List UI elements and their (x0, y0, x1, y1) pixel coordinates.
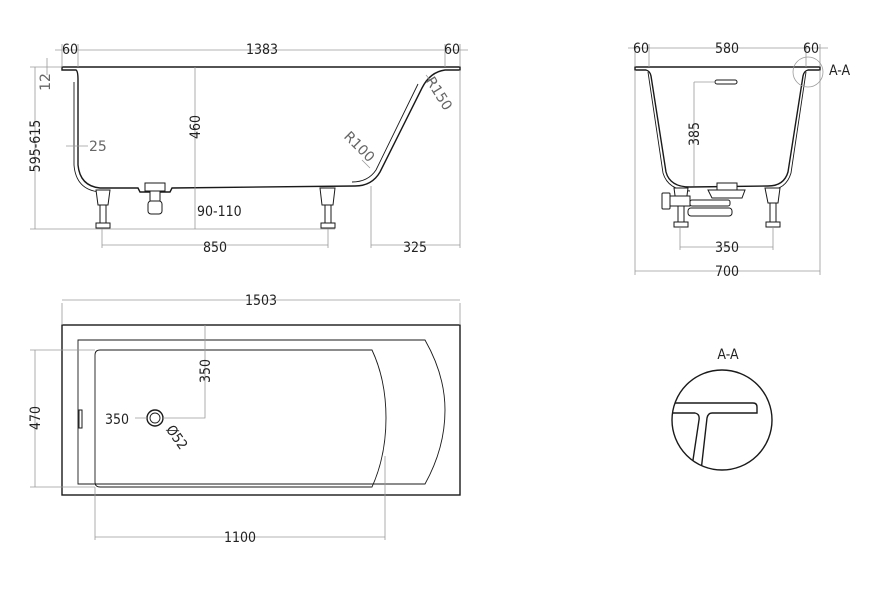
end-dimensions (628, 44, 828, 275)
end-foot-left (673, 187, 689, 228)
end-dim-inner-width: 580 (715, 41, 739, 57)
side-dim-inner-length: 1383 (246, 42, 278, 58)
side-dim-height-range: 595-615 (28, 120, 44, 173)
side-dim-end-offset: 325 (403, 240, 427, 256)
end-dim-feet-spacing: 350 (715, 240, 739, 256)
end-section-label: A-A (829, 63, 851, 79)
plan-outer-rim (61, 324, 461, 496)
side-dim-depth: 460 (188, 115, 204, 139)
side-radius-upper: R150 (422, 74, 455, 113)
side-dim-feet-spacing: 850 (203, 240, 227, 256)
end-view: 60 580 60 A-A 385 350 700 (628, 41, 851, 280)
end-dim-rim-right: 60 (803, 41, 819, 57)
plan-view: 1503 470 350 350 Ø52 1100 (28, 293, 461, 546)
end-view-inner-wall (647, 71, 807, 192)
side-dimensions (30, 44, 468, 248)
side-view-tub-outline (61, 66, 461, 193)
side-dim-rim-thickness: 12 (38, 73, 54, 91)
detail-a-a: A-A (671, 347, 773, 471)
end-drain-assembly (661, 182, 746, 217)
plan-dim-basin-length: 1100 (224, 530, 256, 546)
plan-drain-diameter: Ø52 (162, 422, 190, 452)
side-dim-drain-height: 90-110 (197, 204, 242, 220)
plan-overflow (78, 409, 83, 429)
side-view: 60 1383 60 12 595-615 25 460 90-110 850 … (28, 42, 468, 256)
plan-dimensions (30, 299, 461, 540)
side-drain-assembly (144, 182, 166, 215)
side-dim-rim-right: 60 (444, 42, 460, 58)
side-foot-right (319, 187, 336, 229)
side-dim-wall: 25 (89, 139, 107, 155)
detail-circle (671, 369, 773, 471)
side-foot-left (95, 189, 111, 229)
end-foot-right (764, 187, 781, 228)
plan-rim-inner-edge (77, 339, 446, 485)
side-dim-rim-left: 60 (62, 42, 78, 58)
end-dim-overflow-height: 385 (687, 122, 703, 146)
end-overflow-slot (714, 79, 738, 85)
plan-dim-width: 470 (28, 406, 44, 430)
end-view-tub-outline (634, 66, 821, 188)
plan-dim-drain-x: 350 (105, 412, 129, 428)
detail-rim-profile (672, 402, 758, 470)
plan-dim-total-length: 1503 (245, 293, 277, 309)
detail-label: A-A (717, 347, 739, 363)
end-dim-rim-left: 60 (633, 41, 649, 57)
plan-dim-drain-y: 350 (198, 359, 214, 383)
side-radius-lower: R100 (340, 129, 377, 166)
plan-drain (146, 409, 164, 427)
side-view-inner-wall (73, 82, 419, 193)
plan-basin (94, 349, 387, 488)
end-dim-total-width: 700 (715, 264, 739, 280)
